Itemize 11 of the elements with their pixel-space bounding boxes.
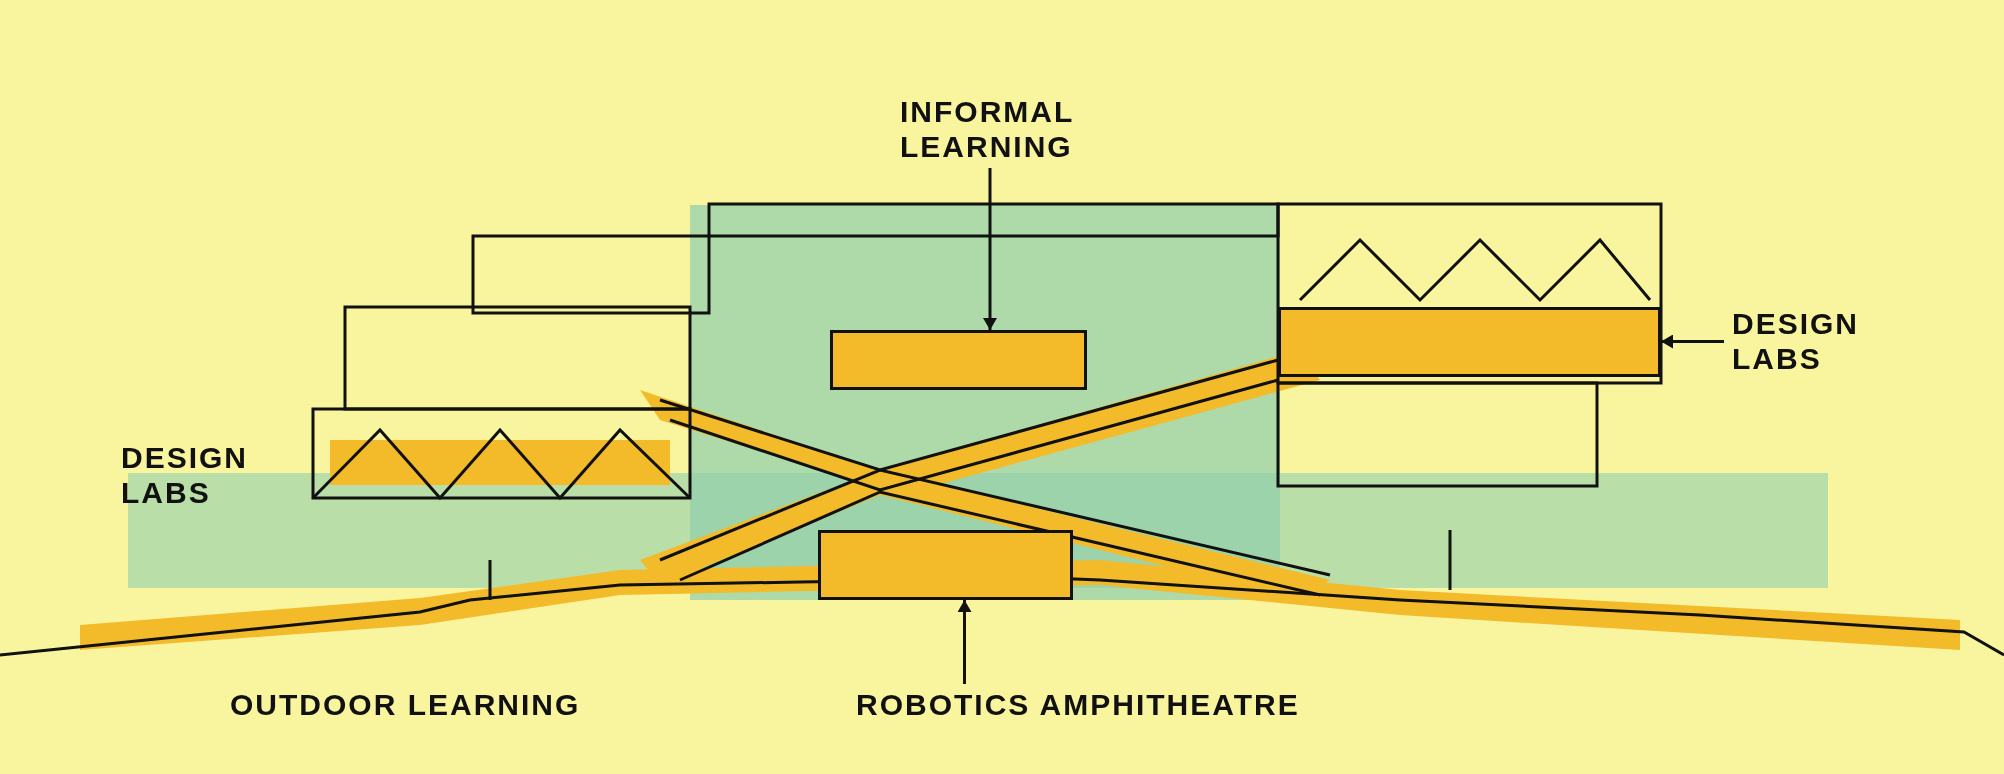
- lab-floor: [1278, 307, 1661, 377]
- study-area: [830, 330, 1087, 390]
- leader-arrow: [957, 600, 972, 684]
- callout-text: DESIGN LABS: [121, 441, 250, 510]
- leader-arrow: [983, 168, 997, 330]
- callout-text: OUTDOOR LEARNING: [230, 688, 581, 723]
- callout-text: DESIGN LABS: [1732, 307, 1862, 376]
- amphitheatre-area: [818, 530, 1073, 600]
- callout-text: ROBOTICS AMPHITHEATRE: [856, 688, 1300, 723]
- leader-arrow: [1661, 334, 1724, 349]
- callout-text: INFORMAL LEARNING: [900, 95, 1080, 164]
